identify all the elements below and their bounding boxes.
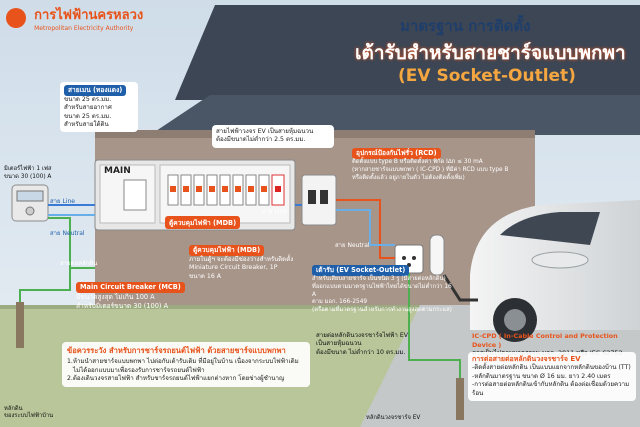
main-cable-box: สายเมน (ทองแดง) ขนาด 25 ตร.มม. สำหรับสาย… xyxy=(60,82,138,133)
caution-title: ข้อควรระวัง สำหรับการชาร์จรถยนต์ไฟฟ้า ด้… xyxy=(67,346,286,355)
ground-note-line-1: สายต่อหลักดินวงจรชาร์จไฟฟ้า EV xyxy=(316,332,408,339)
line-label-left: สาย Line xyxy=(50,198,75,205)
socket-line-2: ที่ออกแบบตามมาตรฐานไฟฟ้าไทยได้ขนาดไม่ต่ำ… xyxy=(312,283,452,298)
ground-rod-title: การต่อสายต่อหลักดินวงจรชาร์จ EV xyxy=(472,355,581,363)
header-subtitle: มาตรฐาน การติดตั้ง xyxy=(400,17,531,35)
socket-box: เต้ารับ (EV Socket-Outlet) สำหรับเสียบสา… xyxy=(308,265,458,318)
mcb-line-2: สำหรับมิเตอร์ขนาด 30 (100) A xyxy=(76,301,169,310)
ev-ground-rod xyxy=(456,378,464,420)
mdb-panel-label-text: ตู้ควบคุมไฟฟ้า (MDB) xyxy=(165,216,241,229)
socket-line-4: (หรือตามที่มาตรฐานสำหรับการทำงานสูงสุดตา… xyxy=(312,307,452,314)
rcd-title: อุปกรณ์ป้องกันไฟรั่ว (RCD) xyxy=(352,148,441,159)
main-breaker xyxy=(123,179,147,211)
ev-cable-line-2: ต้องมีขนาดไม่ต่ำกว่า 2.5 ตร.มม. xyxy=(216,136,306,144)
mea-emblem-icon xyxy=(6,8,26,28)
mcb-box: Main Circuit Breaker (MCB) มีขนาดสูงสุด … xyxy=(72,282,194,314)
ev-line-wire xyxy=(336,199,395,259)
main-breaker-label: MAIN xyxy=(104,166,131,176)
cable-line-3: ขนาด 25 ตร.มม. xyxy=(64,112,112,120)
ground-note-line-2: เป็นสายหุ้มฉนวน xyxy=(316,340,362,348)
house-ground-rod xyxy=(16,302,24,348)
ground-rod-item-2: -หลักดินมาตรฐาน ขนาด Ø 16 มม. ยาว 2.40 เ… xyxy=(472,372,611,380)
neutral-label-right: สาย Neutral xyxy=(335,242,370,249)
meter-label: มิเตอร์ไฟฟ้า 1 เฟส ขนาด 30 (100) A xyxy=(4,166,52,181)
mdb-line-2: Miniature Circuit Breaker, 1P xyxy=(189,264,278,272)
header-title-en: (EV Socket-Outlet) xyxy=(398,66,576,86)
ground-rod-item-1: -ติดตั้งสายต่อหลักดิน เป็นแบบแยกจากหลักด… xyxy=(472,364,631,372)
ground-wire-label: สายต่อหลักดิน xyxy=(60,260,98,267)
iccpd-line-1: IC-CPD ( In-Cable Control and Protection… xyxy=(472,332,618,349)
ground-note: สายต่อหลักดินวงจรชาร์จไฟฟ้า EV เป็นสายหุ… xyxy=(312,330,430,359)
meter-size: ขนาด 30 (100) A xyxy=(4,173,52,180)
mcb-line-1: มีขนาดสูงสุด ไม่เกิน 100 A xyxy=(76,292,155,301)
cable-line-2: สำหรับสายอากาศ xyxy=(64,104,112,112)
cable-line-4: สำหรับสายใต้ดิน xyxy=(64,120,109,128)
mdb-title: ตู้ควบคุมไฟฟ้า (MDB) xyxy=(189,245,265,256)
socket-line-3: ตาม มอก. 166-2549 xyxy=(312,299,368,306)
mdb-line-3: ขนาด 16 A xyxy=(189,272,221,280)
mdb-panel-label: ตู้ควบคุมไฟฟ้า (MDB) xyxy=(165,210,241,229)
ev-cable-line-1: สายไฟฟ้าวงจร EV เป็นสายหุ้มฉนวน xyxy=(216,128,314,135)
neutral-label-left: สาย Neutral xyxy=(50,230,85,237)
ev-cable-note: สายไฟฟ้าวงจร EV เป็นสายหุ้มฉนวน ต้องมีขน… xyxy=(212,125,334,148)
header-title: เต้ารับสำหรับสายชาร์จแบบพกพา xyxy=(355,42,626,64)
house-ground-rod-line-2: ของระบบไฟฟ้าบ้าน xyxy=(4,412,54,419)
line-label-right: สาย Line xyxy=(262,208,287,215)
ground-note-line-3: ต้องมีขนาด ไม่ต่ำกว่า 10 ตร.มม. xyxy=(316,348,406,356)
socket-title: เต้ารับ (EV Socket-Outlet) xyxy=(312,265,410,276)
mdb-line-1: ภายในตู้ฯ จะต้องมีช่องว่างสำหรับติดตั้ง xyxy=(189,255,294,263)
ground-rod-item-3: -การต่อสายต่อหลักดินเข้ากับหลักดิน ต้องต… xyxy=(472,381,630,397)
rcd-line-2: (หากสายชาร์จแบบพกพา ( IC-CPD ) ที่มีค่า … xyxy=(352,166,509,173)
rcd-box: อุปกรณ์ป้องกันไฟรั่ว (RCD) ติดตั้งแบบ ty… xyxy=(348,148,538,185)
mdb-box: ตู้ควบคุมไฟฟ้า (MDB) ภายในตู้ฯ จะต้องมีช… xyxy=(185,245,330,284)
socket-line-1: สำหรับเสียบสายชาร์จ เป็นชนิด 3 รู (มีสาย… xyxy=(312,275,446,282)
electric-meter xyxy=(11,184,49,222)
rcd-line-3: หรือติดตั้งแล้ว อยู่ภายในตัว ไม่ต้องติดต… xyxy=(352,174,465,181)
car-window xyxy=(500,212,600,245)
org-name-th: การไฟฟ้านครหลวง xyxy=(34,8,144,23)
cable-line-1: ขนาด 25 ตร.มม. xyxy=(64,95,112,103)
mcb-title: Main Circuit Breaker (MCB) xyxy=(76,282,185,293)
rcd-line-1: ติดตั้งแบบ type B หรือติดตั้งค่า พิกัด I… xyxy=(352,158,483,165)
house-roof xyxy=(175,5,640,100)
main-cable-title: สายเมน (ทองแดง) xyxy=(64,85,127,96)
meter-phase: มิเตอร์ไฟฟ้า 1 เฟส xyxy=(4,166,52,172)
charging-cable xyxy=(442,274,478,302)
house-ground-rod-line-1: หลักดิน xyxy=(4,406,23,412)
ev-ground-rod-label: หลักดินวงจรชาร์จ EV xyxy=(366,415,421,421)
caution-box: ข้อควรระวัง สำหรับการชาร์จรถยนต์ไฟฟ้า ด้… xyxy=(62,342,310,388)
house-ground-rod-label: หลักดิน ของระบบไฟฟ้าบ้าน xyxy=(4,406,53,420)
ic-cpd-device xyxy=(429,234,445,276)
caution-item-1b: ไม่ได้ออกแบบมาเพื่อรองรับการชาร์จรถยนต์ไ… xyxy=(73,366,205,374)
caution-item-1: 1.ห้ามนำสายชาร์จแบบพกพา ไปต่อกับเต้ารับเ… xyxy=(67,358,299,366)
caution-item-2: 2.ต้องเดินวงจรสายไฟฟ้า สำหรับชาร์จรถยนต์… xyxy=(67,374,285,382)
mea-logo: การไฟฟ้านครหลวง Metropolitan Electricity… xyxy=(6,4,143,32)
rcd-device xyxy=(301,174,337,226)
ground-rod-box: การต่อสายต่อหลักดินวงจรชาร์จ EV -ติดตั้ง… xyxy=(468,352,636,401)
org-name-en: Metropolitan Electricity Authority xyxy=(34,25,134,32)
